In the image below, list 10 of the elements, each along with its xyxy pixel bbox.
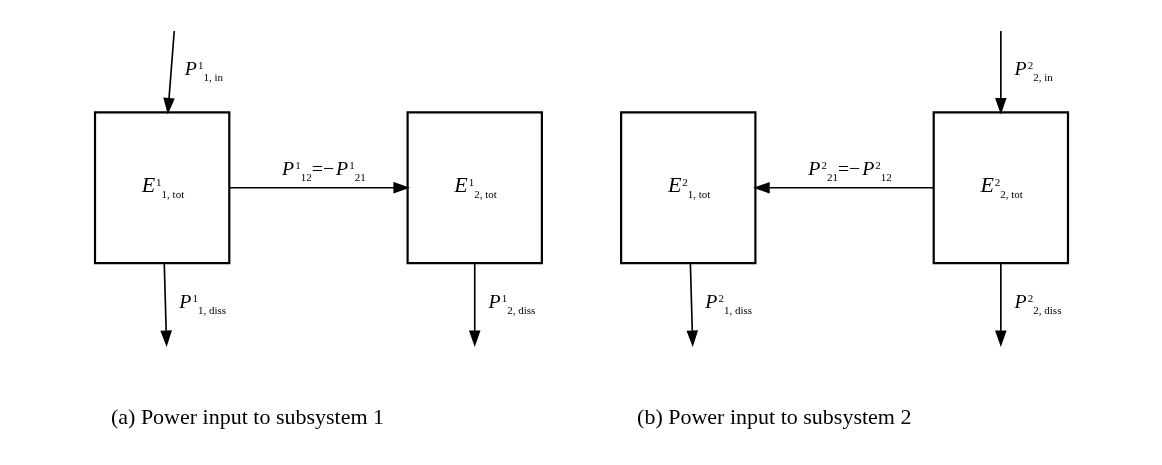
label: (b) Power input to subsystem 2	[636, 403, 911, 429]
arrow	[994, 262, 1007, 347]
arrow	[994, 30, 1007, 115]
arrow	[228, 182, 410, 194]
arrow	[162, 30, 175, 115]
arrow	[159, 262, 172, 347]
arrow	[752, 182, 934, 194]
arrow	[686, 262, 698, 347]
arrow	[468, 262, 481, 347]
label: (a) Power input to subsystem 1	[110, 403, 384, 429]
